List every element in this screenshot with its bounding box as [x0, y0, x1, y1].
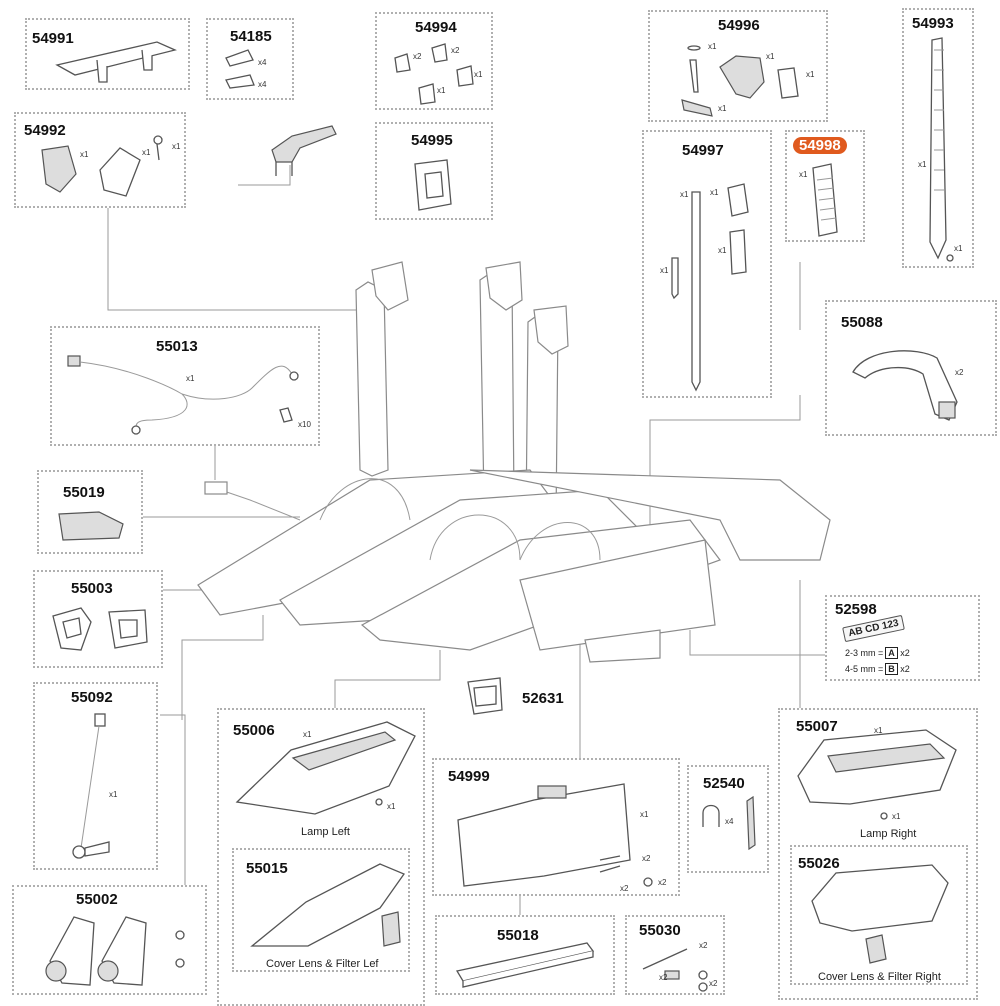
part-box-55092[interactable]: 55092 x1 — [33, 682, 158, 870]
bracket-clip-icon — [467, 677, 503, 715]
clamp-set-icon — [41, 135, 163, 197]
lamp-right-icon — [797, 729, 957, 820]
part-box-55018[interactable]: 55018 — [435, 915, 615, 995]
part-number: 54992 — [24, 122, 66, 139]
strap-pad-icon — [812, 163, 838, 237]
part-number: 54185 — [230, 28, 272, 45]
part-number: 55003 — [71, 580, 113, 597]
part-box-54997[interactable]: 54997 x1 x1 x1 x1 — [642, 130, 772, 398]
part-box-55015[interactable]: 55015 Cover Lens & Filter Lef — [232, 848, 410, 972]
part-box-54991[interactable]: 54991 — [25, 18, 190, 90]
end-cap-icon — [52, 607, 148, 651]
part-number: 54996 — [718, 17, 760, 34]
lever-icon — [225, 49, 255, 89]
part-number-highlighted: 54998 — [793, 137, 847, 154]
part-number: 55002 — [76, 891, 118, 908]
number-plate: AB CD 123 — [842, 614, 906, 643]
part-number: 52598 — [835, 601, 877, 618]
lens-left-icon — [250, 863, 405, 947]
part-box-55026[interactable]: 55026 Cover Lens & Filter Right — [790, 845, 968, 985]
cable-tie-icon — [702, 795, 756, 851]
part-box-54992[interactable]: 54992 x1 x1 x1 — [14, 112, 186, 208]
part-box-52540[interactable]: 52540 x4 — [687, 765, 769, 873]
part-number: 55006 — [233, 722, 275, 739]
holder-icon — [414, 159, 452, 211]
part-box-55030[interactable]: 55030 x2 x2 x2 — [625, 915, 725, 995]
part-number: 55092 — [71, 689, 113, 706]
caption: Cover Lens & Filter Lef — [266, 958, 379, 970]
part-number: 54991 — [32, 30, 74, 47]
part-box-54185[interactable]: 54185 x4 x4 — [206, 18, 294, 100]
strap-icon — [929, 37, 954, 262]
part-number: 55013 — [156, 338, 198, 355]
part-box-54995[interactable]: 54995 — [375, 122, 493, 220]
clamp-lever-icon — [271, 125, 337, 176]
part-box-54999[interactable]: 54999 x1 x2 x2 x2 — [432, 758, 680, 896]
rack-body — [197, 261, 831, 663]
caption: Cover Lens & Filter Right — [818, 971, 941, 983]
part-box-55002[interactable]: 55002 — [12, 885, 207, 995]
wheel-holder-icon — [45, 916, 185, 986]
part-number: 55015 — [246, 860, 288, 877]
part-box-55019[interactable]: 55019 — [37, 470, 143, 554]
pad-icon — [58, 511, 124, 541]
base-bracket-icon — [55, 41, 177, 83]
rail-icon — [455, 942, 595, 988]
part-number: 54999 — [448, 768, 490, 785]
lamp-left-icon — [235, 721, 416, 815]
part-box-54994[interactable]: 54994 x2 x2 x1 x1 — [375, 12, 493, 110]
plate-holder-icon — [457, 783, 653, 887]
clip-set-icon — [394, 43, 474, 105]
lens-right-icon — [811, 864, 949, 964]
caption: Lamp Right — [860, 828, 917, 840]
size-line-b: 4-5 mm =B x2 — [845, 663, 910, 675]
lock-set-icon — [681, 45, 799, 117]
part-box-55013[interactable]: 55013 x1 x10 — [50, 326, 320, 446]
part-box-55088[interactable]: 55088 x2 — [825, 300, 997, 436]
part-number: 55019 — [63, 484, 105, 501]
bolt-set-icon — [642, 948, 708, 992]
part-number: 55030 — [639, 922, 681, 939]
handle-icon — [852, 350, 958, 421]
part-number: 55018 — [497, 927, 539, 944]
part-box-54993[interactable]: 54993 x1 x1 — [902, 8, 974, 268]
part-box-54998[interactable]: 54998 x1 — [785, 130, 865, 242]
part-number: 54995 — [411, 132, 453, 149]
caption: Lamp Left — [301, 826, 350, 838]
part-box-54996[interactable]: 54996 x1 x1 x1 x1 — [648, 10, 828, 122]
size-line-a: 2-3 mm =A x2 — [845, 647, 910, 659]
part-number: 52540 — [703, 775, 745, 792]
part-number: 54994 — [415, 19, 457, 36]
part-number: 55026 — [798, 855, 840, 872]
part-number-52631: 52631 — [522, 690, 564, 707]
part-number: 55007 — [796, 718, 838, 735]
part-box-55003[interactable]: 55003 — [33, 570, 163, 668]
part-number: 54997 — [682, 142, 724, 159]
wiring-harness-icon — [67, 355, 299, 435]
support-arm-icon — [72, 713, 110, 859]
part-number: 54993 — [912, 15, 954, 32]
part-number: 55088 — [841, 314, 883, 331]
strap-kit-icon — [671, 183, 749, 392]
part-box-52598[interactable]: 52598 AB CD 123 2-3 mm =A x2 4-5 mm =B x… — [825, 595, 980, 681]
